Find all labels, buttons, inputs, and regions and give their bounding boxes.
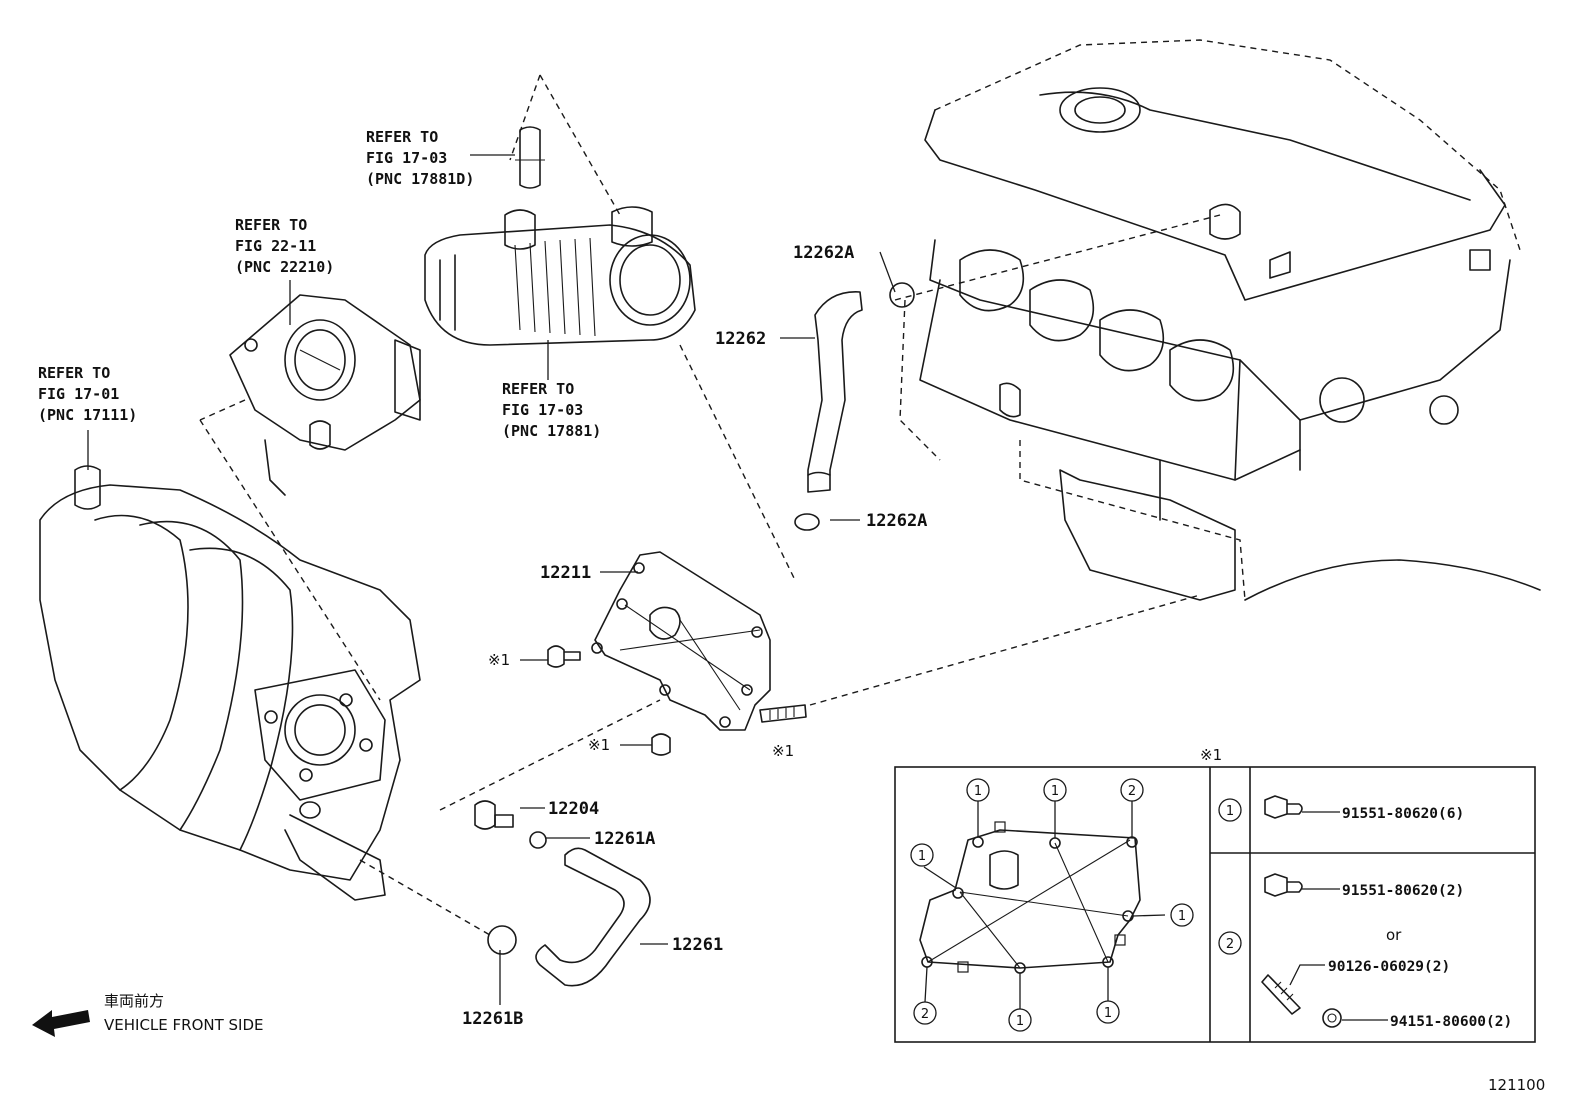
marker-bolt-1: ※1	[488, 651, 510, 669]
ref-17881d-line3: (PNC 17881D)	[366, 170, 474, 188]
ref-17881-line3: (PNC 17881)	[502, 422, 601, 440]
ref-17111-line1: REFER TO	[38, 364, 110, 382]
ref-17881-line2: FIG 17-03	[502, 401, 583, 419]
part-12261b: 12261B	[462, 1009, 523, 1029]
ref-22210-line3: (PNC 22210)	[235, 258, 334, 276]
bolts-drawing	[547, 645, 807, 756]
ref-17881-line1: REFER TO	[502, 380, 574, 398]
table-circle-f: 2	[921, 1007, 929, 1022]
table-circle-h: 1	[1104, 1006, 1112, 1021]
table-marker: ※1	[1200, 746, 1222, 764]
table-circle-a: 1	[974, 784, 982, 799]
row2-or: or	[1386, 926, 1402, 944]
table-circle-b: 1	[1051, 784, 1059, 799]
part-12204: 12204	[548, 799, 599, 819]
ref-17111-line2: FIG 17-01	[38, 385, 119, 403]
row1-key: 1	[1226, 804, 1234, 819]
part-12262a-bottom: 12262A	[866, 511, 927, 531]
table-circle-e: 1	[1178, 909, 1186, 924]
table-circle-g: 1	[1016, 1014, 1024, 1029]
part-12262a-top: 12262A	[793, 243, 854, 263]
figure-number: 121100	[1488, 1076, 1545, 1094]
row2-part-1: 91551-80620(2)	[1342, 883, 1464, 899]
part-12262: 12262	[715, 329, 766, 349]
table-circle-c: 2	[1128, 784, 1136, 799]
ref-17881d-line2: FIG 17-03	[366, 149, 447, 167]
table-gasket-drawing	[919, 801, 1166, 1010]
row2-part-3: 94151-80600(2)	[1390, 1014, 1512, 1030]
hose-12262-drawing	[794, 282, 915, 531]
row2-part-2: 90126-06029(2)	[1328, 959, 1450, 975]
marker-bolt-2: ※1	[588, 736, 610, 754]
part-12261: 12261	[672, 935, 723, 955]
part-12211: 12211	[540, 563, 591, 583]
direction-japanese: 車両前方	[104, 992, 164, 1010]
ref-17111-line3: (PNC 17111)	[38, 406, 137, 424]
table-circle-d: 1	[918, 849, 926, 864]
gasket-12211-drawing	[591, 551, 771, 731]
part-12261a: 12261A	[594, 829, 655, 849]
leader-lines	[87, 154, 896, 1005]
intake-manifold-drawing	[39, 465, 421, 901]
air-hose-drawing	[424, 126, 696, 346]
throttle-body-drawing	[229, 294, 421, 496]
front-arrow-icon	[32, 1010, 90, 1037]
ref-22210-line1: REFER TO	[235, 216, 307, 234]
engine-block-drawing	[899, 39, 1541, 601]
row2-key: 2	[1226, 937, 1234, 952]
hose-12261-drawing	[474, 800, 651, 987]
marker-stud: ※1	[772, 742, 794, 760]
dashed-guide-lines	[199, 74, 1221, 936]
row1-part-1: 91551-80620(6)	[1342, 806, 1464, 822]
direction-english: VEHICLE FRONT SIDE	[104, 1016, 264, 1034]
legend-table: 1 1 2 1 1 2 1 1 1 91551-80620(6) 2 91551…	[894, 766, 1536, 1043]
ref-22210-line2: FIG 22-11	[235, 237, 316, 255]
ref-17881d-line1: REFER TO	[366, 128, 438, 146]
